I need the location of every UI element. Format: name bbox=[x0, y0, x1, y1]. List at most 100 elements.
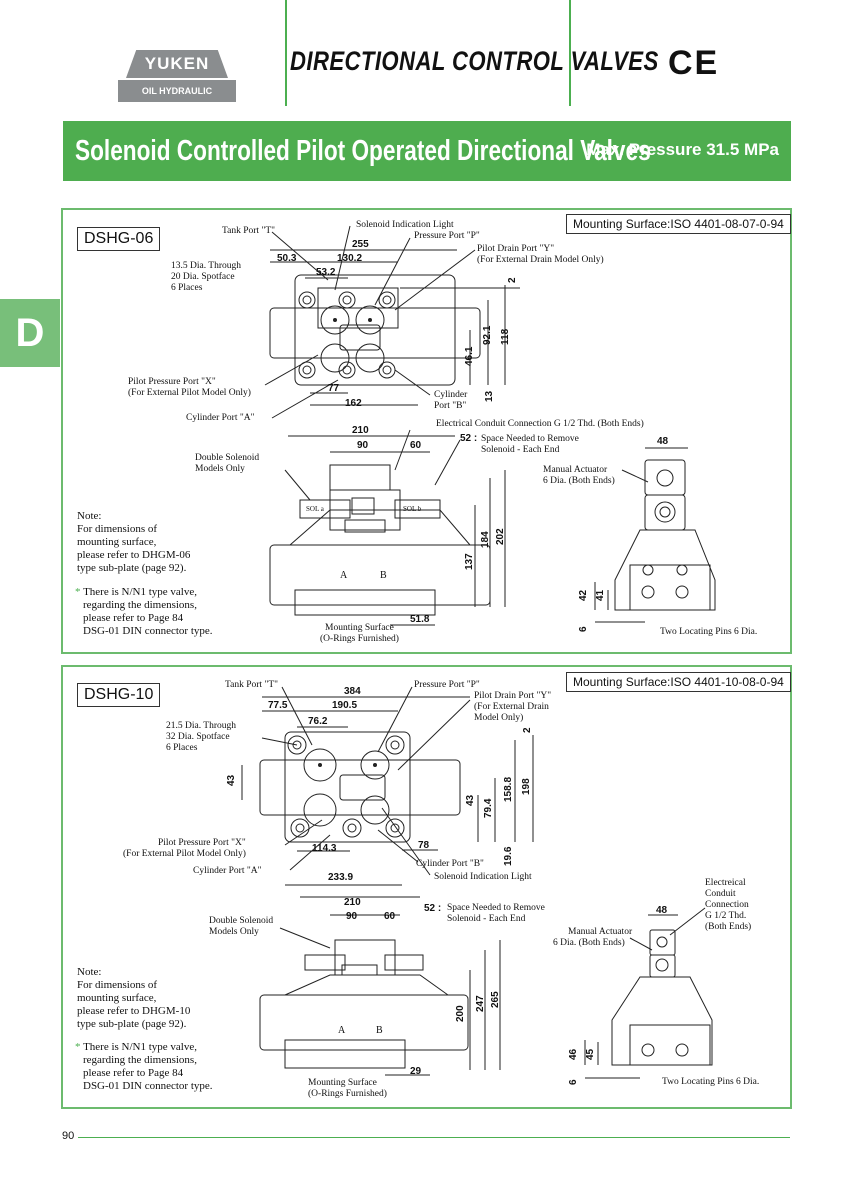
dshg10-port-a: A bbox=[338, 1025, 346, 1036]
dshg06-dim-210: 210 bbox=[352, 425, 369, 436]
dshg10-conduit-label-2: Conduit bbox=[705, 889, 736, 899]
dshg10-manual-label-1: Manual Actuator bbox=[568, 927, 633, 937]
dshg10-pilot-port-label: Pilot Pressure Port "X" bbox=[158, 838, 246, 848]
dshg10-space-label-1: Space Needed to Remove bbox=[447, 903, 545, 913]
dshg10-conduit-label-5: (Both Ends) bbox=[705, 922, 752, 932]
dshg06-sol-a: SOL a bbox=[306, 505, 324, 513]
dshg10-mount-label-1: Mounting Surface bbox=[308, 1078, 377, 1088]
dshg06-dim-90: 90 bbox=[357, 440, 369, 451]
banner-title: Solenoid Controlled Pilot Operated Direc… bbox=[75, 135, 651, 167]
dshg10-mounting-surface: Mounting Surface:ISO 4401-10-08-0-94 bbox=[566, 672, 791, 692]
yuken-logo: YUKEN OIL HYDRAULIC EQUIPMENT bbox=[118, 50, 236, 118]
dshg10-dim-43a: 43 bbox=[226, 774, 237, 786]
dshg06-double-label-2: Models Only bbox=[195, 464, 245, 474]
dshg06-note: Note: For dimensions of mounting surface… bbox=[77, 510, 191, 574]
dshg10-double-label-2: Models Only bbox=[209, 927, 259, 937]
dshg06-panel bbox=[61, 208, 792, 654]
dshg10-locating-label: Two Locating Pins 6 Dia. bbox=[662, 1077, 760, 1087]
dshg10-dim-52: 52 : bbox=[424, 903, 442, 914]
section-tab: D bbox=[0, 299, 60, 367]
dshg06-dim-48: 48 bbox=[657, 436, 669, 447]
dshg10-drain-port-label: Pilot Drain Port "Y" bbox=[474, 691, 552, 701]
dshg10-dim-46: 46 bbox=[568, 1048, 579, 1060]
logo-bottom-text: OIL HYDRAULIC EQUIPMENT bbox=[118, 78, 236, 118]
dshg06-solenoid-light-label: Solenoid Indication Light bbox=[356, 220, 454, 230]
dshg06-locating-label: Two Locating Pins 6 Dia. bbox=[660, 627, 758, 637]
dshg10-dim-29: 29 bbox=[410, 1066, 422, 1077]
dshg10-double-label-1: Double Solenoid bbox=[209, 916, 274, 926]
page-title: DIRECTIONAL CONTROL VALVES bbox=[290, 46, 659, 76]
dshg10-holes-1: 21.5 Dia. Through bbox=[166, 721, 237, 731]
dshg10-drain-port-note-1: (For External Drain bbox=[474, 702, 549, 712]
dshg10-dim-190-5: 190.5 bbox=[332, 700, 358, 711]
dshg06-pilot-port-label: Pilot Pressure Port "X" bbox=[128, 377, 216, 387]
dshg06-pressure-port-label: Pressure Port "P" bbox=[414, 231, 480, 241]
dshg06-mounting-surface: Mounting Surface:ISO 4401-08-07-0-94 bbox=[566, 214, 791, 234]
dshg10-dim-6: 6 bbox=[568, 1079, 579, 1085]
dshg06-tank-port-label: Tank Port "T" bbox=[222, 226, 276, 236]
dshg10-star-note: * There is N/N1 type valve, regarding th… bbox=[75, 1041, 213, 1092]
dshg10-dim-384: 384 bbox=[344, 686, 361, 697]
dshg06-dim-52: 52 : bbox=[460, 433, 478, 444]
dshg06-dim-60: 60 bbox=[410, 440, 422, 451]
dshg06-star-note: * There is N/N1 type valve, regarding th… bbox=[75, 586, 213, 637]
star-icon: * bbox=[75, 586, 81, 598]
dshg10-solenoid-light-label: Solenoid Indication Light bbox=[434, 872, 532, 882]
dshg10-dim-2: 2 bbox=[522, 727, 533, 733]
dshg10-holes-3: 6 Places bbox=[166, 743, 198, 753]
dshg06-cylinder-b-label-2: Port "B" bbox=[434, 401, 467, 411]
dshg10-dim-90: 90 bbox=[346, 911, 358, 922]
dshg06-dim-255: 255 bbox=[352, 239, 369, 250]
dshg06-dim-51-8: 51.8 bbox=[410, 614, 430, 625]
dshg10-note: Note: For dimensions of mounting surface… bbox=[77, 966, 191, 1030]
dshg10-holes-2: 32 Dia. Spotface bbox=[166, 732, 230, 742]
dshg10-panel bbox=[61, 665, 792, 1109]
dshg10-manual-label-2: 6 Dia. (Both Ends) bbox=[553, 938, 625, 948]
dshg10-dim-43b: 43 bbox=[465, 794, 476, 806]
dshg06-port-b: B bbox=[380, 570, 387, 581]
dshg06-drain-port-label: Pilot Drain Port "Y" bbox=[477, 244, 555, 254]
header-divider-left bbox=[285, 0, 287, 106]
footer-rule bbox=[78, 1137, 790, 1138]
dshg06-dim-77: 77 bbox=[328, 383, 340, 394]
dshg10-dim-78: 78 bbox=[418, 840, 430, 851]
dshg10-dim-79-4: 79.4 bbox=[483, 798, 494, 818]
dshg10-dim-114-3: 114.3 bbox=[312, 843, 337, 854]
dshg10-conduit-label-3: Connection bbox=[705, 900, 749, 910]
dshg10-dim-200: 200 bbox=[455, 1005, 466, 1022]
banner-pressure: Max. Pressure 31.5 MPa bbox=[586, 140, 779, 159]
dshg10-dim-233-9: 233.9 bbox=[328, 872, 354, 883]
dshg10-port-b: B bbox=[376, 1025, 383, 1036]
dshg06-model-label: DSHG-06 bbox=[77, 227, 161, 251]
dshg06-manual-label-1: Manual Actuator bbox=[543, 465, 608, 475]
dshg10-dim-198: 198 bbox=[521, 778, 532, 795]
dshg10-mount-label-2: (O-Rings Furnished) bbox=[308, 1089, 387, 1099]
dshg06-space-label-1: Space Needed to Remove bbox=[481, 434, 579, 444]
dshg10-conduit-label-4: G 1/2 Thd. bbox=[705, 911, 747, 921]
page-number: 90 bbox=[62, 1130, 75, 1142]
dshg06-holes-2: 20 Dia. Spotface bbox=[171, 272, 235, 282]
dshg06-dim-53-2: 53.2 bbox=[316, 267, 336, 278]
dshg06-cylinder-a-label: Cylinder Port "A" bbox=[186, 413, 255, 423]
dshg10-space-label-2: Solenoid - Each End bbox=[447, 914, 526, 924]
dshg10-model-label: DSHG-10 bbox=[77, 683, 161, 707]
dshg10-tank-port-label: Tank Port "T" bbox=[225, 680, 279, 690]
dshg10-dim-76-2: 76.2 bbox=[308, 716, 328, 727]
dshg10-dim-210: 210 bbox=[344, 897, 361, 908]
dshg06-mount-label-1: Mounting Surface bbox=[325, 623, 394, 633]
dshg06-dim-130-2: 130.2 bbox=[337, 253, 363, 264]
dshg10-pilot-port-note: (For External Pilot Model Only) bbox=[123, 849, 246, 859]
dshg10-cylinder-b-label: Cylinder Port "B" bbox=[416, 859, 484, 869]
dshg10-cylinder-a-label: Cylinder Port "A" bbox=[193, 866, 262, 876]
dshg06-cylinder-b-label-1: Cylinder bbox=[434, 390, 468, 400]
dshg10-dim-77-5: 77.5 bbox=[268, 700, 288, 711]
dshg06-sol-b: SOL b bbox=[403, 505, 422, 513]
star-icon: * bbox=[75, 1041, 81, 1053]
dshg10-dim-265: 265 bbox=[490, 991, 501, 1008]
dshg06-double-label-1: Double Solenoid bbox=[195, 453, 260, 463]
dshg10-conduit-label-1: Electreical bbox=[705, 878, 746, 888]
dshg10-dim-158-8: 158.8 bbox=[503, 776, 514, 802]
section-banner: Solenoid Controlled Pilot Operated Direc… bbox=[63, 121, 791, 181]
